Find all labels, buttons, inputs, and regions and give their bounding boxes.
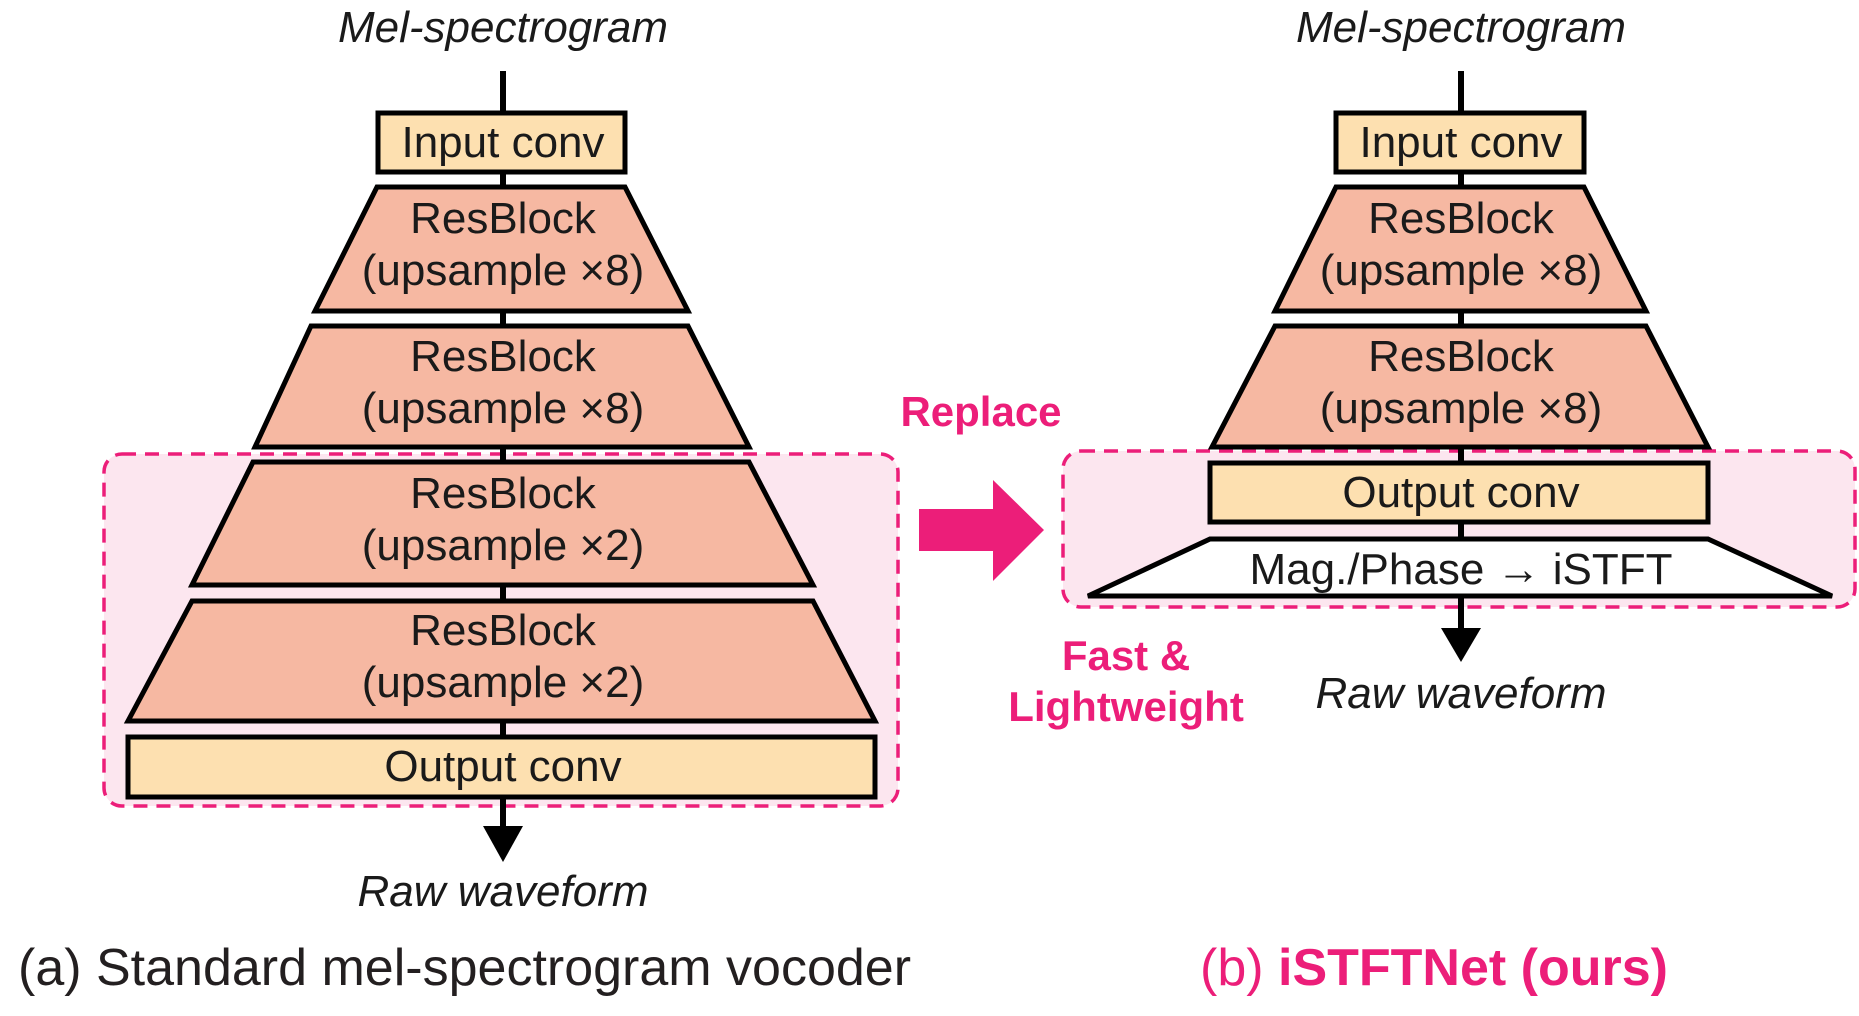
right-resblock-1-title: ResBlock [1368, 194, 1555, 243]
left-input-conv-block: Input conv [375, 110, 628, 175]
left-resblock-2-title: ResBlock [410, 332, 597, 381]
right-input-conv-block: Input conv [1333, 110, 1587, 175]
left-resblock-4-title: ResBlock [410, 606, 597, 655]
replace-annotation: Replace Fast & Lightweight [900, 388, 1243, 730]
right-resblock-2-factor: (upsample ×8) [1320, 384, 1602, 433]
right-caption-method: iSTFTNet (ours) [1278, 939, 1668, 997]
istftnet-diagram: Mel-spectrogram Input conv ResBlock (ups… [1061, 3, 1857, 997]
left-resblock-3: ResBlock (upsample ×2) [187, 459, 818, 588]
benefit-label-line1: Fast & [1062, 632, 1190, 679]
left-resblock-1-factor: (upsample ×8) [362, 246, 644, 295]
left-input-label: Mel-spectrogram [338, 3, 668, 52]
left-output-conv-label: Output conv [384, 742, 621, 791]
replace-label: Replace [900, 388, 1061, 435]
right-resblock-1-factor: (upsample ×8) [1320, 246, 1602, 295]
replace-arrow-icon [919, 480, 1044, 581]
right-caption-prefix: (b) [1200, 939, 1278, 997]
benefit-label-line2: Lightweight [1008, 683, 1244, 730]
right-caption: (b) iSTFTNet (ours) [1200, 939, 1668, 997]
left-caption: (a) Standard mel-spectrogram vocoder [18, 939, 911, 997]
left-resblock-2: ResBlock (upsample ×8) [251, 323, 754, 450]
right-istft-block: Mag./Phase → iSTFT [1086, 536, 1834, 599]
right-resblock-2-title: ResBlock [1368, 332, 1555, 381]
left-output-conv-block: Output conv [125, 734, 878, 800]
right-output-arrowhead [1441, 628, 1481, 662]
right-resblock-1: ResBlock (upsample ×8) [1270, 184, 1651, 314]
left-resblock-4-factor: (upsample ×2) [362, 658, 644, 707]
left-resblock-4: ResBlock (upsample ×2) [123, 598, 880, 724]
right-istft-label: Mag./Phase → iSTFT [1249, 545, 1672, 594]
left-output-label: Raw waveform [358, 867, 649, 916]
right-output-conv-label: Output conv [1342, 468, 1579, 517]
left-output-arrowhead [483, 826, 523, 862]
standard-vocoder-diagram: Mel-spectrogram Input conv ResBlock (ups… [18, 3, 911, 997]
right-resblock-2: ResBlock (upsample ×8) [1207, 323, 1713, 450]
left-resblock-1: ResBlock (upsample ×8) [310, 184, 693, 314]
left-resblock-3-factor: (upsample ×2) [362, 521, 644, 570]
left-resblock-1-title: ResBlock [410, 194, 597, 243]
right-output-label: Raw waveform [1316, 669, 1607, 718]
left-resblock-2-factor: (upsample ×8) [362, 384, 644, 433]
left-resblock-3-title: ResBlock [410, 469, 597, 518]
right-input-conv-label: Input conv [1359, 118, 1562, 167]
right-output-conv-block: Output conv [1207, 460, 1711, 525]
left-input-conv-label: Input conv [401, 118, 604, 167]
right-input-label: Mel-spectrogram [1296, 3, 1626, 52]
